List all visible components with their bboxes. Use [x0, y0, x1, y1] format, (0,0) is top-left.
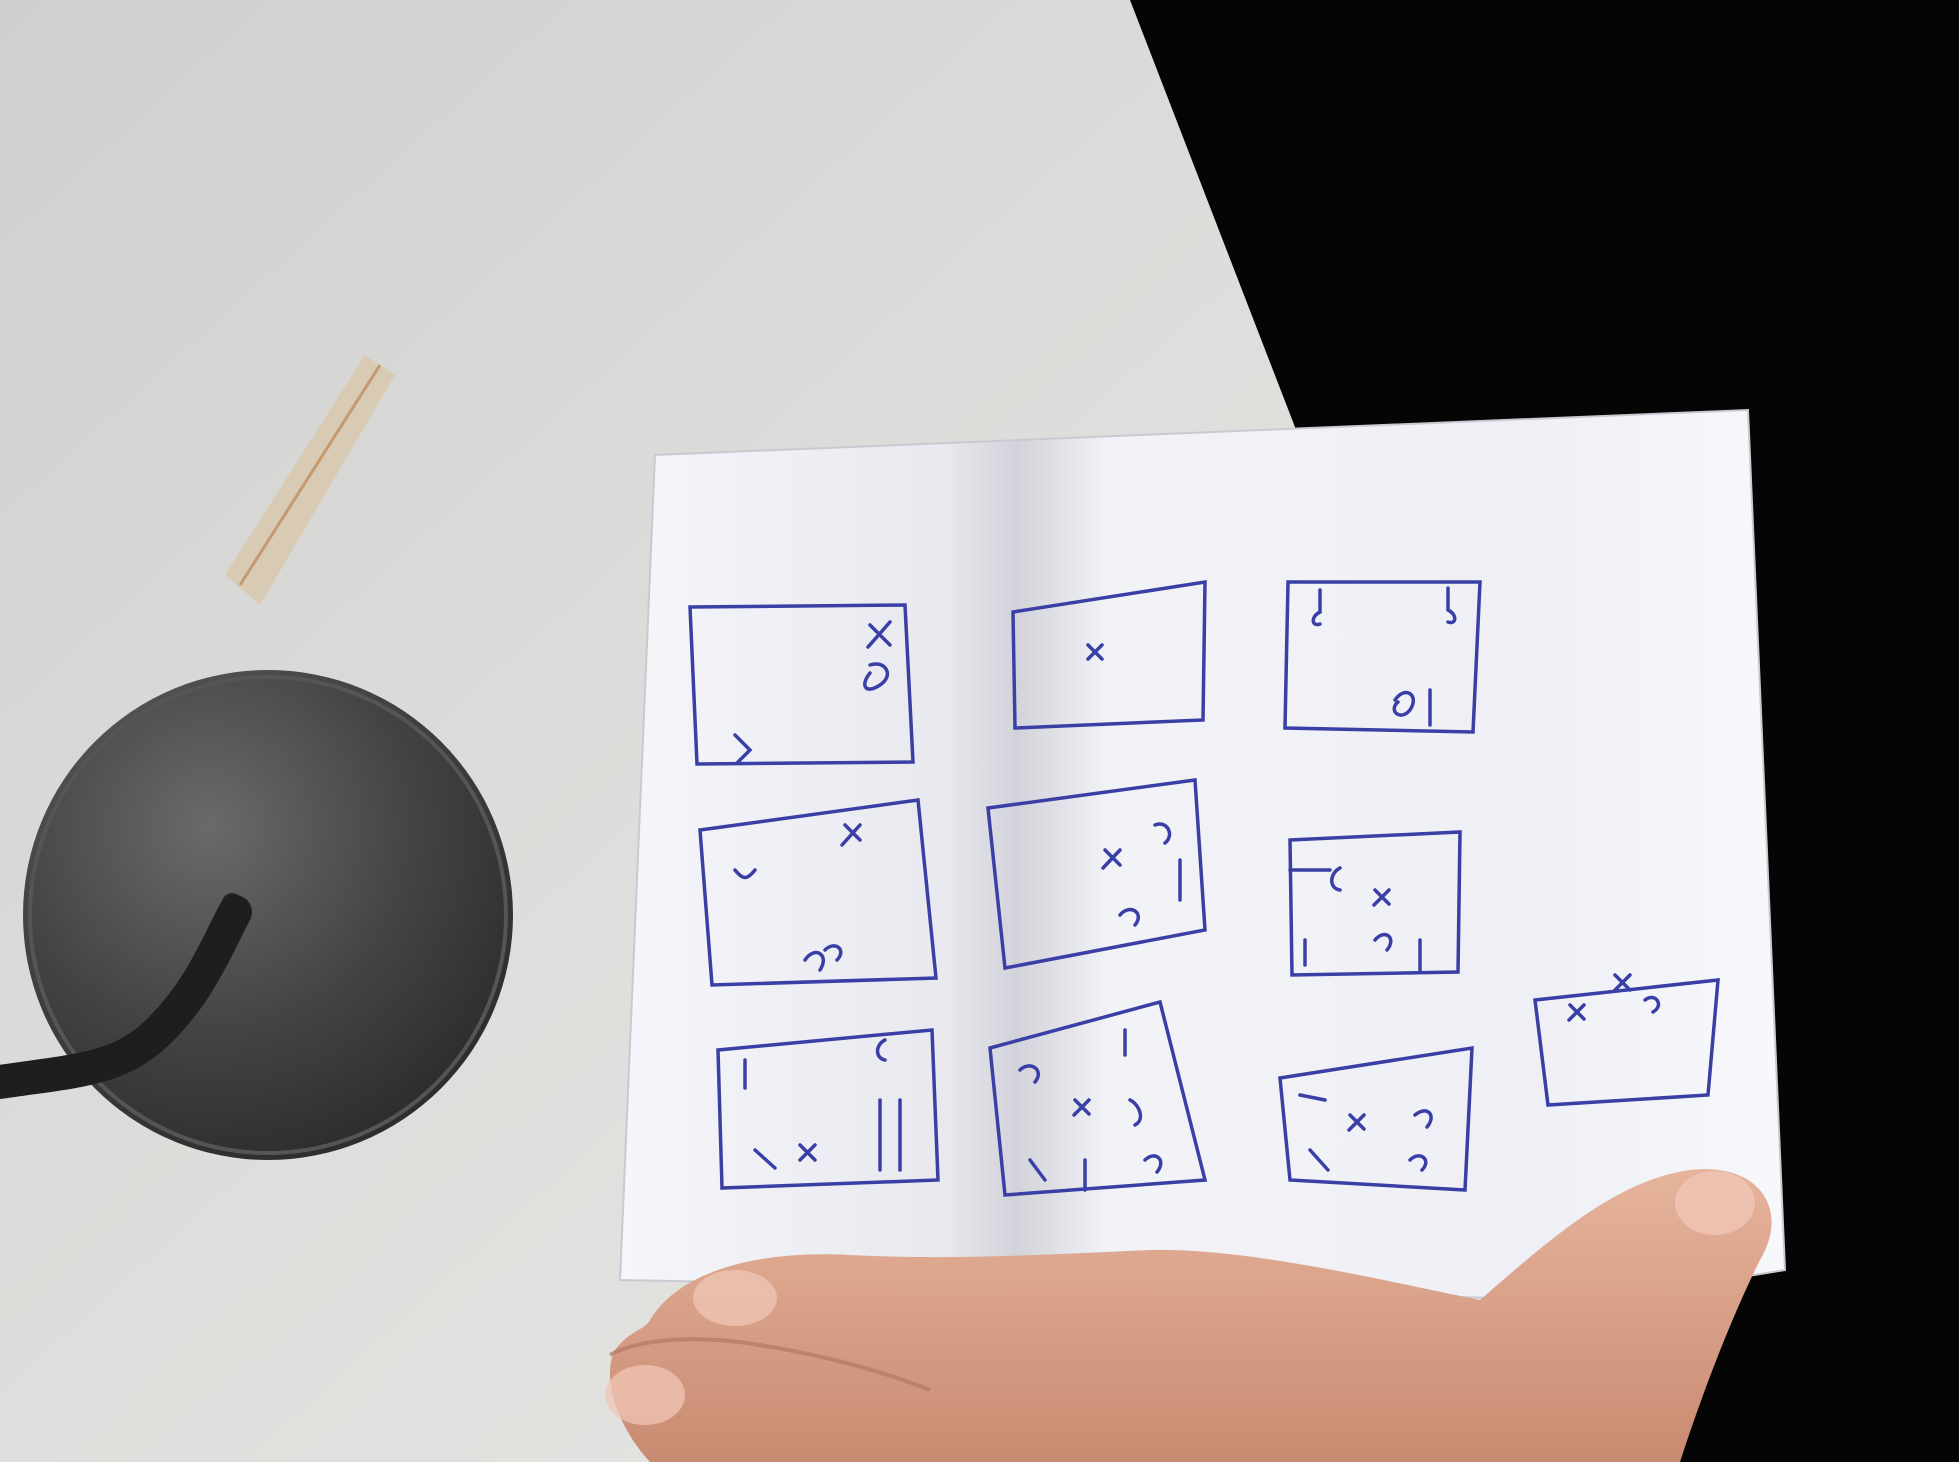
photo-scene [0, 0, 1959, 1462]
